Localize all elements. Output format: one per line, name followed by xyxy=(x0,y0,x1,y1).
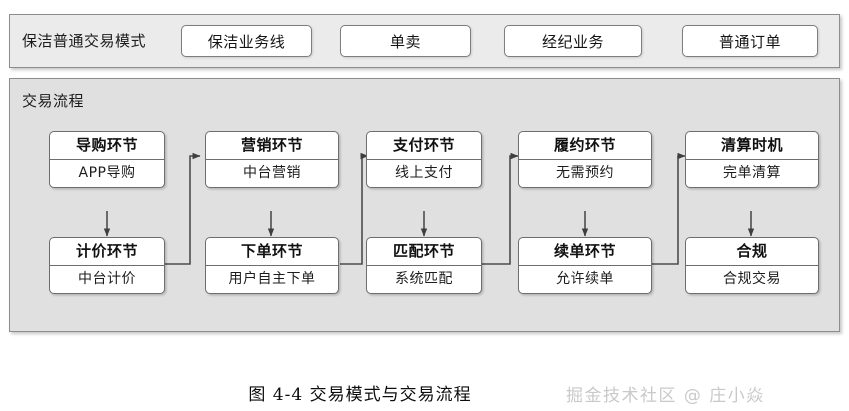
flow-node-sub: 无需预约 xyxy=(556,165,614,181)
flow-node-sub: 系统匹配 xyxy=(395,271,453,287)
flow-node-title: 导购环节 xyxy=(50,132,164,160)
watermark-text: 掘金技术社区 @ 庄小焱 xyxy=(566,386,765,406)
flow-node-title: 营销环节 xyxy=(206,132,338,160)
arrow-elbow-col3-to-col4 xyxy=(476,152,519,265)
flow-node-xudan[interactable]: 续单环节 允许续单 xyxy=(518,237,652,294)
mode-chip-label: 单卖 xyxy=(389,32,421,51)
flow-node-lvyue[interactable]: 履约环节 无需预约 xyxy=(518,131,652,188)
arrow-elbow-col2-to-col3 xyxy=(340,152,369,265)
flow-node-sub: 用户自主下单 xyxy=(228,271,316,287)
flow-node-sub: 完单清算 xyxy=(723,165,781,181)
mode-chip-business-line[interactable]: 保洁业务线 xyxy=(181,25,312,57)
arrow-elbow-col1-to-col2 xyxy=(158,152,201,265)
mode-chip-label: 保洁业务线 xyxy=(207,32,286,51)
flow-node-title: 支付环节 xyxy=(367,132,481,160)
flow-node-zhifu[interactable]: 支付环节 线上支付 xyxy=(366,131,482,188)
flow-node-xiadan[interactable]: 下单环节 用户自主下单 xyxy=(205,237,339,294)
flow-node-hegui[interactable]: 合规 合规交易 xyxy=(685,237,819,294)
flow-node-sub: 合规交易 xyxy=(723,271,781,287)
flow-node-title: 续单环节 xyxy=(519,238,651,266)
mode-chip-broker-business[interactable]: 经纪业务 xyxy=(504,25,642,57)
flow-node-title: 清算时机 xyxy=(686,132,818,160)
flow-node-yingxiao[interactable]: 营销环节 中台营销 xyxy=(205,131,339,188)
figure-caption: 图 4-4 交易模式与交易流程 xyxy=(248,385,472,405)
flow-node-pipei[interactable]: 匹配环节 系统匹配 xyxy=(366,237,482,294)
mode-chip-sale-type[interactable]: 单卖 xyxy=(340,25,471,57)
mode-chip-order-type[interactable]: 普通订单 xyxy=(682,25,818,57)
trade-mode-panel: 保洁普通交易模式 保洁业务线 单卖 经纪业务 普通订单 xyxy=(9,14,840,68)
flow-node-sub: APP导购 xyxy=(78,165,136,181)
mode-chip-label: 经纪业务 xyxy=(541,32,604,51)
flow-node-title: 合规 xyxy=(686,238,818,266)
flow-node-jijia[interactable]: 计价环节 中台计价 xyxy=(49,237,165,294)
flow-node-title: 下单环节 xyxy=(206,238,338,266)
trade-flow-title: 交易流程 xyxy=(22,92,85,110)
trade-mode-label: 保洁普通交易模式 xyxy=(22,32,147,50)
connector-layer xyxy=(103,152,755,265)
arrow-elbow-col4-to-col5 xyxy=(647,152,686,265)
mode-chip-label: 普通订单 xyxy=(718,32,781,51)
flow-node-sub: 中台计价 xyxy=(78,271,136,287)
flow-node-title: 计价环节 xyxy=(50,238,164,266)
flow-node-qingsuan[interactable]: 清算时机 完单清算 xyxy=(685,131,819,188)
trade-flow-panel: 交易流程 导购环节 xyxy=(9,78,840,332)
flow-node-sub: 中台营销 xyxy=(243,165,301,181)
flow-node-daogou[interactable]: 导购环节 APP导购 xyxy=(49,131,165,188)
flow-node-title: 匹配环节 xyxy=(367,238,481,266)
flow-node-title: 履约环节 xyxy=(519,132,651,160)
flow-node-sub: 线上支付 xyxy=(395,165,453,181)
flow-node-sub: 允许续单 xyxy=(556,271,614,287)
